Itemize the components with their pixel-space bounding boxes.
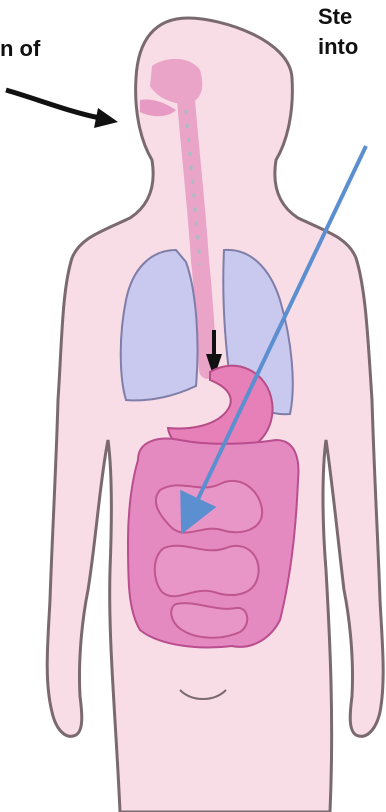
ingestion-arrow	[6, 90, 100, 118]
body-silhouette	[47, 18, 383, 812]
small-intestine	[155, 481, 262, 638]
ingestion-arrow-head	[94, 108, 118, 128]
